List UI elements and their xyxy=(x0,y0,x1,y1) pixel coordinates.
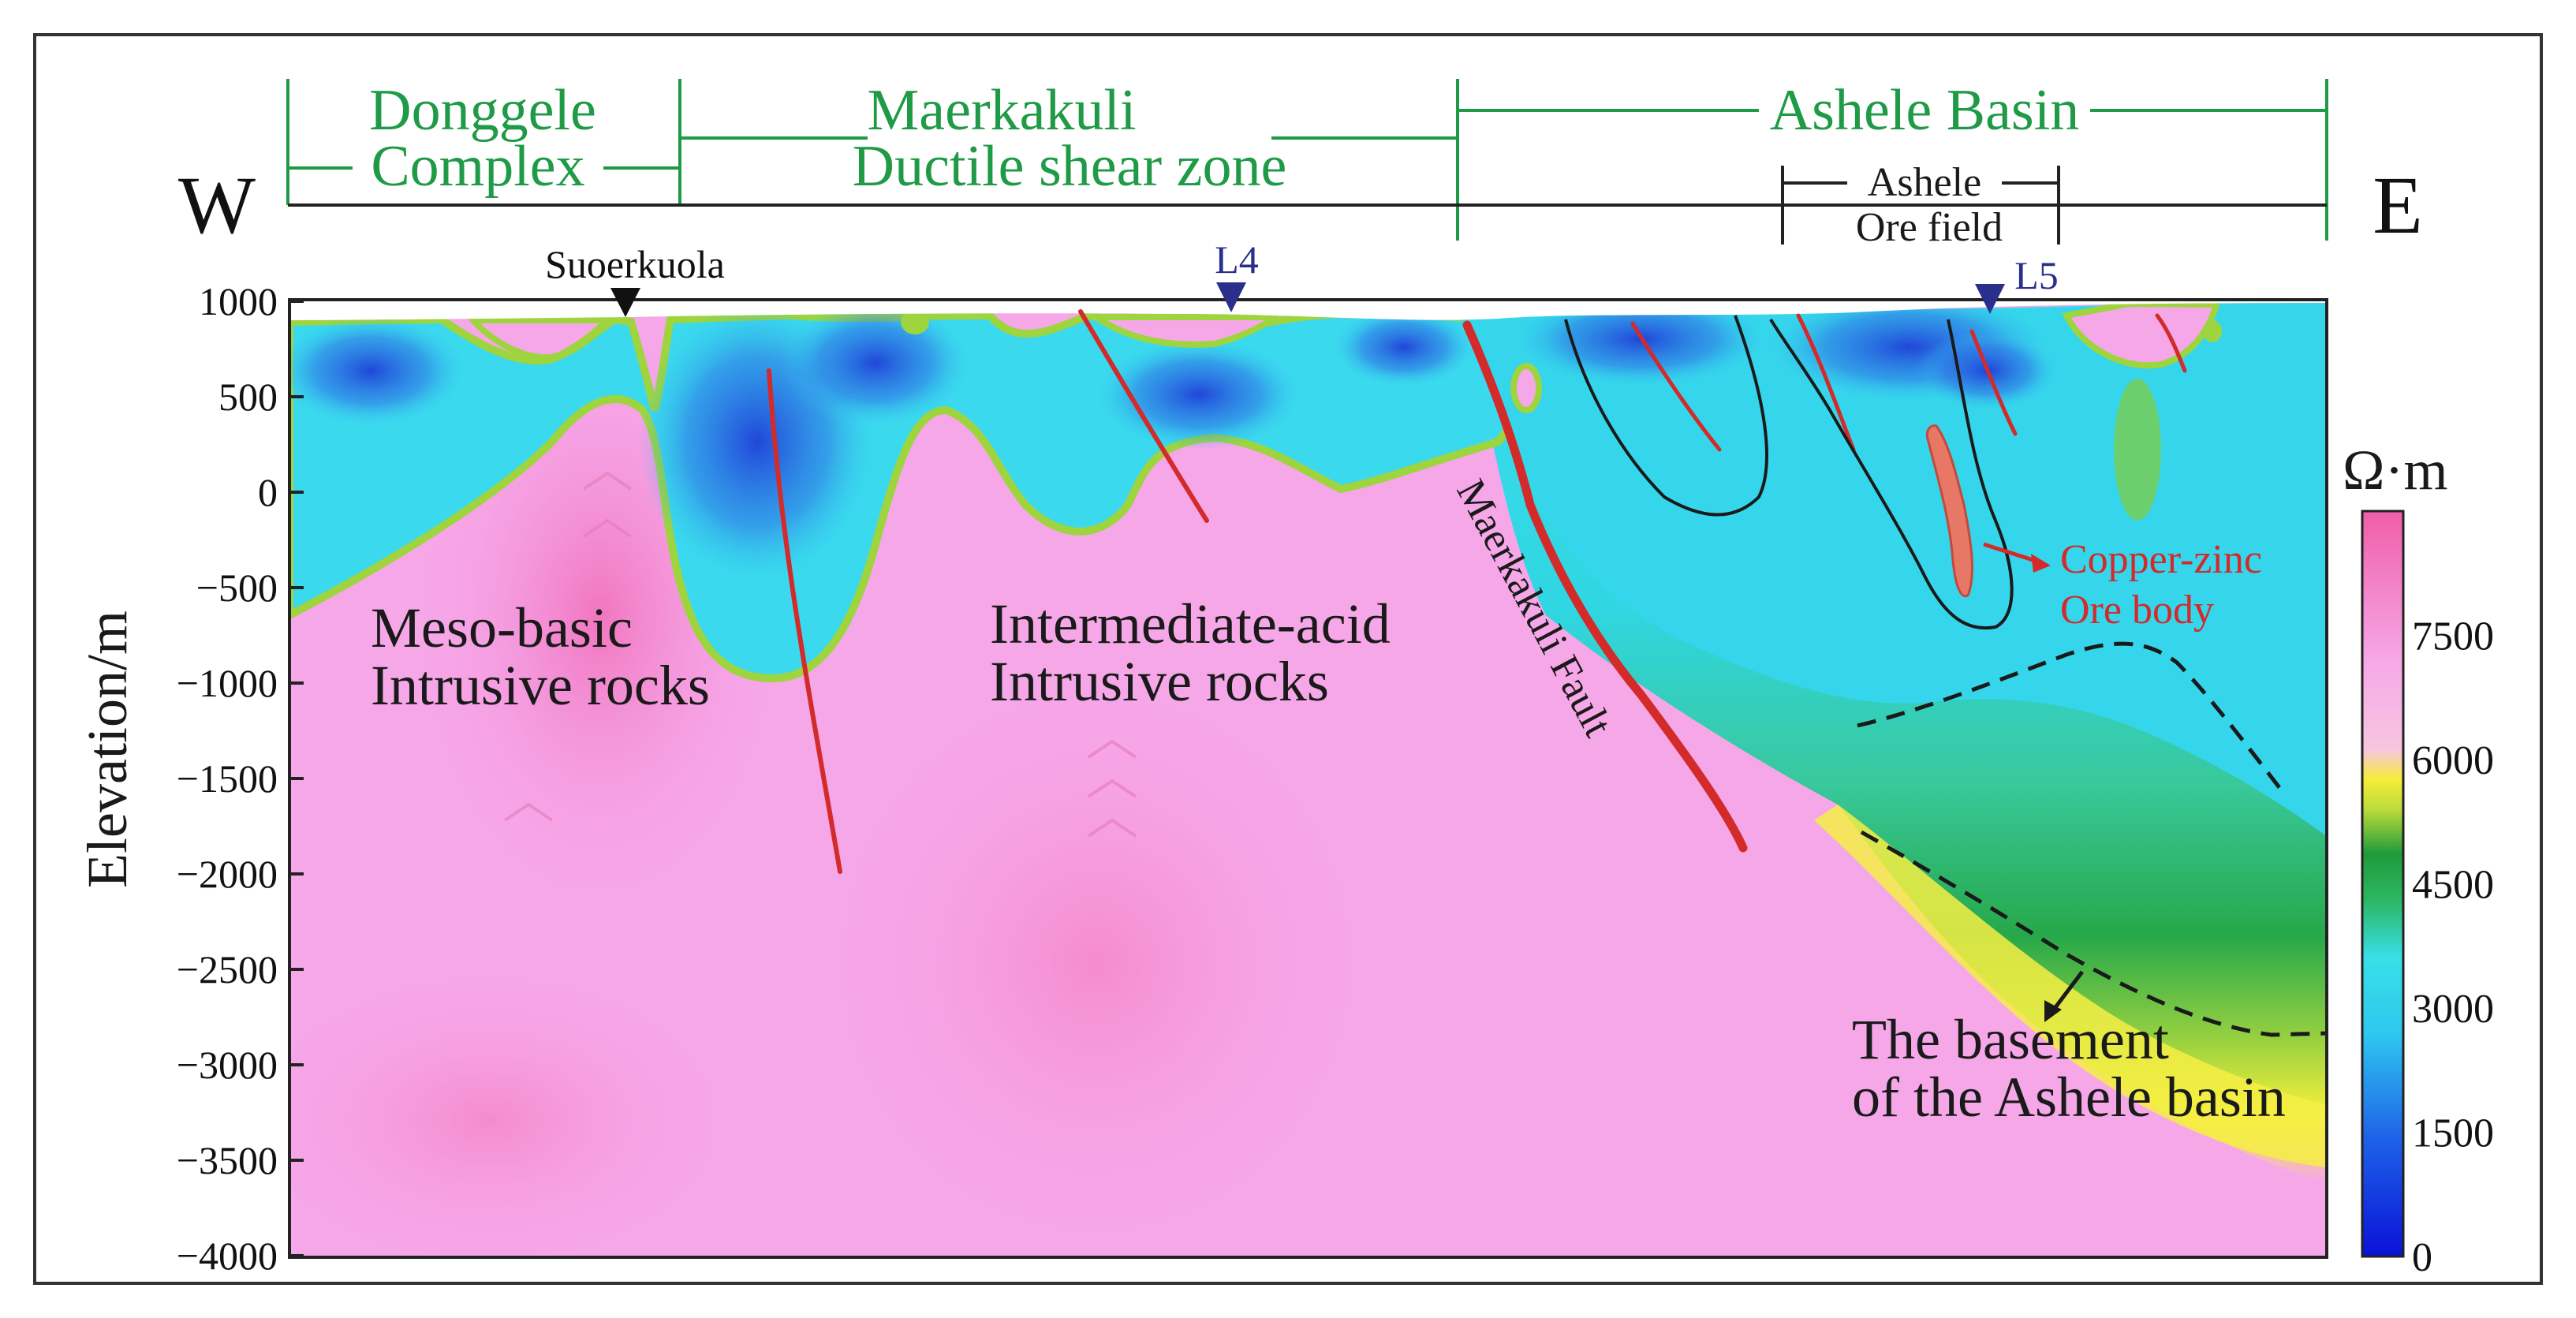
maerkakuli-fault-line xyxy=(1462,320,1748,853)
copper-zinc-arrowhead xyxy=(2031,554,2051,573)
station-l5-marker xyxy=(1975,284,2005,314)
pink-core-southwest xyxy=(289,962,741,1257)
green-anomaly-3 xyxy=(2203,320,2222,342)
intermediate-acid-label-line1: Intermediate-acid xyxy=(990,592,1391,655)
fault-line-l4 xyxy=(1078,309,1209,523)
surface-topography xyxy=(289,300,2327,320)
ore-contours xyxy=(1564,315,2014,630)
y-tick-label: 1000 xyxy=(199,279,278,323)
colorbar-tick-label: 1500 xyxy=(2412,1111,2494,1156)
y-tick-label: −500 xyxy=(196,566,278,610)
station-suoerkuola-marker xyxy=(610,288,640,317)
y-tick-label: −2500 xyxy=(177,947,278,991)
basement-arrowhead xyxy=(2044,1000,2062,1022)
fault-line-basin-2 xyxy=(1796,313,1856,452)
colorbar-tick-label: 4500 xyxy=(2412,863,2494,908)
y-tick-label: −4000 xyxy=(177,1234,278,1278)
ore-field-line2: Ore field xyxy=(1856,205,2003,250)
pink-pocket-3 xyxy=(1510,363,1542,413)
green-anomaly-1 xyxy=(2114,379,2161,521)
colorbar-tick-label: 6000 xyxy=(2412,738,2494,783)
west-label: W xyxy=(178,160,256,251)
basin-cyan-body xyxy=(1459,303,2327,836)
y-axis-label: Elevation/m xyxy=(76,610,139,888)
fault-line-west xyxy=(767,368,842,874)
pink-core-center xyxy=(812,663,1380,1257)
zone-maerkakuli-line2: Ductile shear zone xyxy=(853,134,1287,199)
deep-blue-lens-1 xyxy=(289,315,465,426)
zone-header xyxy=(286,79,2328,241)
y-tick-label: 500 xyxy=(218,375,278,419)
colorbar-ticks: 7500 6000 4500 3000 1500 0 xyxy=(2412,614,2494,1281)
station-l4-label: L4 xyxy=(1215,237,1259,282)
figure-frame xyxy=(33,33,2543,1285)
fault-line-basin-3 xyxy=(1969,329,2018,436)
zone-ashele-basin: Ashele Basin xyxy=(1770,78,2080,143)
deep-blue-lens-3 xyxy=(781,300,970,426)
basin-dashed-top xyxy=(1857,641,2285,794)
meso-basic-label-line1: Meso-basic xyxy=(371,596,633,659)
copper-zinc-label-line2: Ore body xyxy=(2060,588,2214,633)
green-anomaly-2 xyxy=(901,309,929,334)
zone-donggele-line1: Donggele xyxy=(369,78,596,143)
contour-mid xyxy=(1769,318,2014,630)
fault-line-basin-1 xyxy=(1630,321,1722,452)
basement-label-line2: of the Ashele basin xyxy=(1852,1066,2286,1129)
y-axis-ticks: 1000 500 0 −500 −1000 −1500 −2000 −2500 −3000 −35… xyxy=(177,279,304,1278)
colorbar-tick-label: 7500 xyxy=(2412,614,2494,659)
pink-pocket-2 xyxy=(1086,314,1279,348)
texture-marks xyxy=(503,471,1137,838)
meso-basic-label-line2: Intrusive rocks xyxy=(371,654,710,717)
copper-zinc-label-line1: Copper-zinc xyxy=(2060,537,2262,582)
station-l5-label: L5 xyxy=(2014,253,2059,297)
basin-yellow-band xyxy=(1814,805,2327,1167)
contour-outer xyxy=(1564,315,1768,517)
faults xyxy=(767,309,2187,874)
y-tick-label: −3500 xyxy=(177,1138,278,1182)
station-suoerkuola-label: Suoerkuola xyxy=(545,242,725,286)
zone-donggele-line2: Complex xyxy=(371,134,584,199)
pink-pocket-4 xyxy=(2062,300,2221,369)
deep-blue-lens-6 xyxy=(1514,300,1767,386)
y-tick-label: −3000 xyxy=(177,1043,278,1087)
station-l4-marker xyxy=(1216,282,1246,312)
fault-line-basin-4 xyxy=(2155,313,2187,373)
section-plot xyxy=(289,300,2327,1257)
pink-pocket-1 xyxy=(466,317,616,361)
y-tick-label: −1500 xyxy=(177,756,278,801)
y-tick-label: −1000 xyxy=(177,661,278,705)
copper-zinc-ore-body xyxy=(1925,424,1973,598)
east-label: E xyxy=(2373,160,2423,251)
colorbar-tick-label: 0 xyxy=(2412,1235,2432,1280)
y-tick-label: −2000 xyxy=(177,852,278,896)
intermediate-acid-label-line2: Intrusive rocks xyxy=(990,650,1329,713)
basement-dashed-line xyxy=(1860,830,2327,1037)
deep-blue-lens-5 xyxy=(1333,308,1475,386)
colorbar-unit: Ω·m xyxy=(2343,439,2448,502)
colorbar-gradient xyxy=(2361,510,2405,1258)
ore-field-bracket xyxy=(1781,166,2060,245)
zone-maerkakuli-line1: Maerkakuli xyxy=(867,78,1136,143)
ore-field-line1: Ashele xyxy=(1868,160,1981,205)
colorbar-tick-label: 3000 xyxy=(2412,987,2494,1032)
y-tick-label: 0 xyxy=(258,470,278,514)
basement-label-line1: The basement xyxy=(1852,1008,2169,1071)
